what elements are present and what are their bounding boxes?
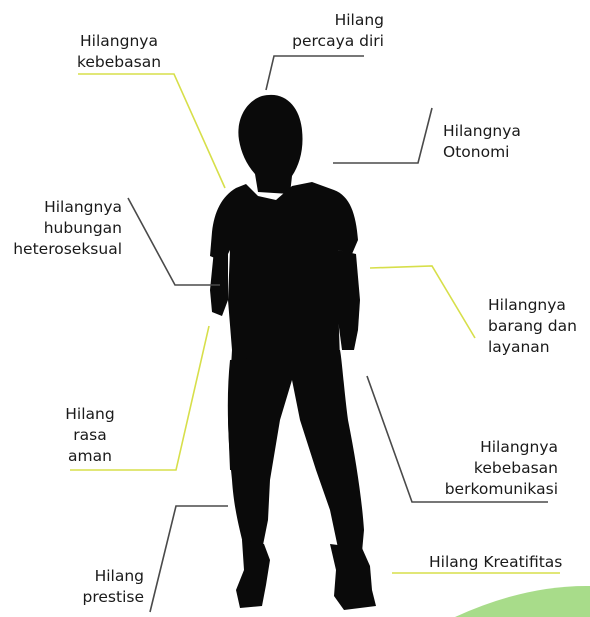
label-line: berkomunikasi [420,479,558,500]
connector-percaya-diri [266,56,364,90]
label-hilang-prestise: Hilang prestise [60,566,144,608]
connector-hubungan [128,198,220,285]
label-line: Hilangnya [443,121,553,142]
label-line: Hilang [60,566,144,587]
corner-decoration [455,586,590,617]
label-line: Hilangnya [420,437,558,458]
label-hilang-percaya-diri: Hilang percaya diri [270,10,384,52]
label-line: kebebasan [420,458,558,479]
person-silhouette [210,95,376,610]
connector-kebebasan [78,74,225,188]
label-line: percaya diri [270,31,384,52]
connector-barang [370,266,475,338]
label-line: rasa [50,425,130,446]
label-line: layanan [488,337,588,358]
label-hilangnya-hubungan: Hilangnya hubungan heteroseksual [4,197,122,260]
label-line: aman [50,446,130,467]
label-line: Hilang [270,10,384,31]
label-line: Hilang [50,404,130,425]
label-hilang-kreatifitas: Hilang Kreatifitas [429,552,579,573]
label-line: prestise [60,587,144,608]
label-line: Hilangnya [4,197,122,218]
connector-prestise [150,506,228,612]
label-line: Hilang Kreatifitas [429,552,579,573]
label-line: barang dan [488,316,588,337]
label-hilang-rasa-aman: Hilang rasa aman [50,404,130,467]
label-line: Hilangnya [64,31,174,52]
label-hilangnya-otonomi: Hilangnya Otonomi [443,121,553,163]
label-line: Hilangnya [488,295,588,316]
label-hilangnya-kebebasan: Hilangnya kebebasan [64,31,174,73]
label-hilangnya-barang: Hilangnya barang dan layanan [488,295,588,358]
label-line: Otonomi [443,142,553,163]
connector-otonomi [333,108,432,163]
label-line: heteroseksual [4,239,122,260]
label-hilangnya-berkomunikasi: Hilangnya kebebasan berkomunikasi [420,437,558,500]
label-line: kebebasan [64,52,174,73]
label-line: hubungan [4,218,122,239]
